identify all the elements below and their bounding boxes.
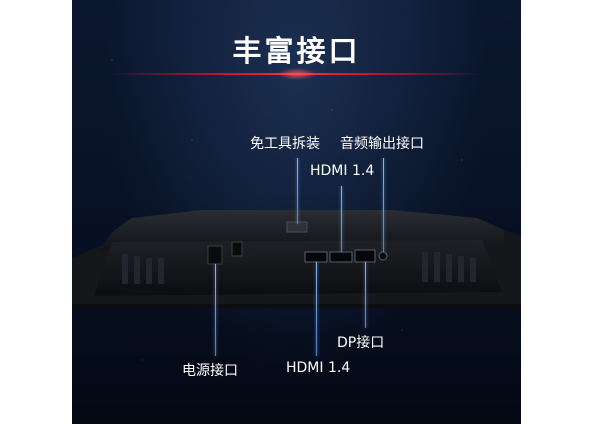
dp-port [354, 249, 376, 263]
label-power: 电源接口 [182, 363, 238, 379]
label-audio-output: 音频输出接口 [340, 136, 424, 152]
label-tool-free: 免工具拆装 [250, 136, 320, 152]
monitor-ribs [122, 252, 476, 284]
hdmi-port-left [304, 251, 328, 263]
hdmi-port-right [329, 251, 353, 263]
audio-port [378, 251, 388, 261]
vent-slot [231, 241, 243, 257]
line-power [215, 264, 216, 356]
line-hdmi-top [341, 186, 342, 252]
power-socket [207, 245, 223, 265]
label-dp: DP接口 [337, 335, 385, 351]
page-title: 丰富接口 [232, 34, 361, 68]
red-divider-glow [277, 68, 317, 80]
label-hdmi-bottom: HDMI 1.4 [286, 360, 351, 376]
line-dp [365, 262, 366, 328]
line-hdmi-bottom [316, 262, 317, 356]
product-banner: 丰富接口 [72, 0, 521, 424]
line-audio [383, 158, 384, 252]
monitor-rear-panel [94, 240, 502, 296]
monitor-back-illustration [72, 210, 521, 308]
monitor-bottom-edge [72, 304, 521, 308]
line-tool-free [297, 158, 298, 224]
label-hdmi-top: HDMI 1.4 [310, 163, 375, 179]
